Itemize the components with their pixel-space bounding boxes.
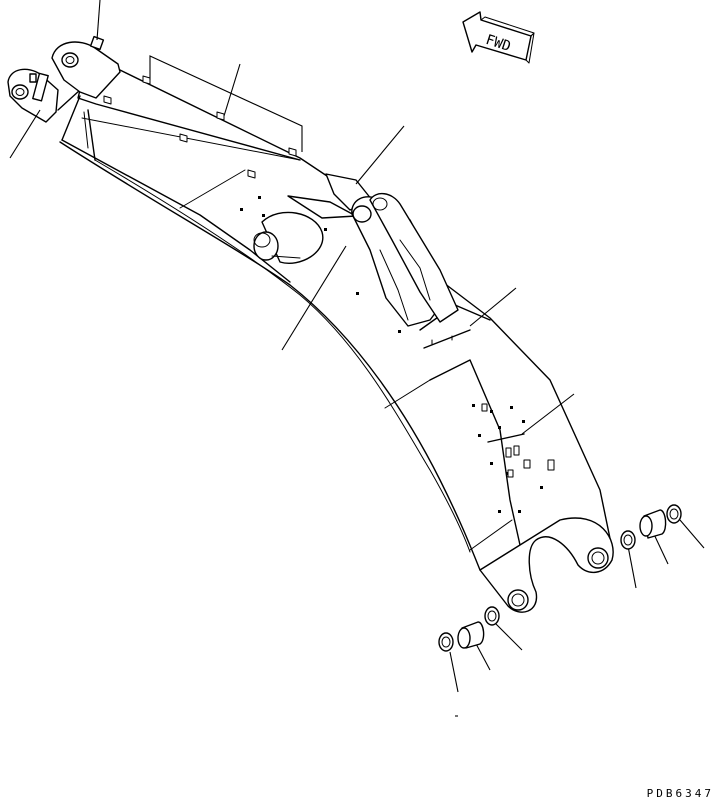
fwd-label: FWD bbox=[484, 32, 513, 55]
mounting-holes bbox=[240, 196, 555, 513]
leader-lines bbox=[9, 0, 705, 717]
boom-foot-bosses bbox=[7, 35, 121, 123]
bushing-set-lower bbox=[438, 606, 500, 652]
grease-pipes bbox=[423, 329, 525, 443]
bushing-set-right bbox=[620, 504, 682, 550]
boom-top-end bbox=[479, 517, 614, 613]
hose-clips bbox=[103, 75, 297, 179]
arm-cylinder-bracket bbox=[287, 173, 459, 327]
boom-cylinder-mount bbox=[253, 211, 324, 264]
fwd-arrow-icon: FWD bbox=[462, 11, 535, 64]
drawing-code: PDB6347 bbox=[647, 787, 714, 800]
boom-structure bbox=[57, 69, 613, 571]
